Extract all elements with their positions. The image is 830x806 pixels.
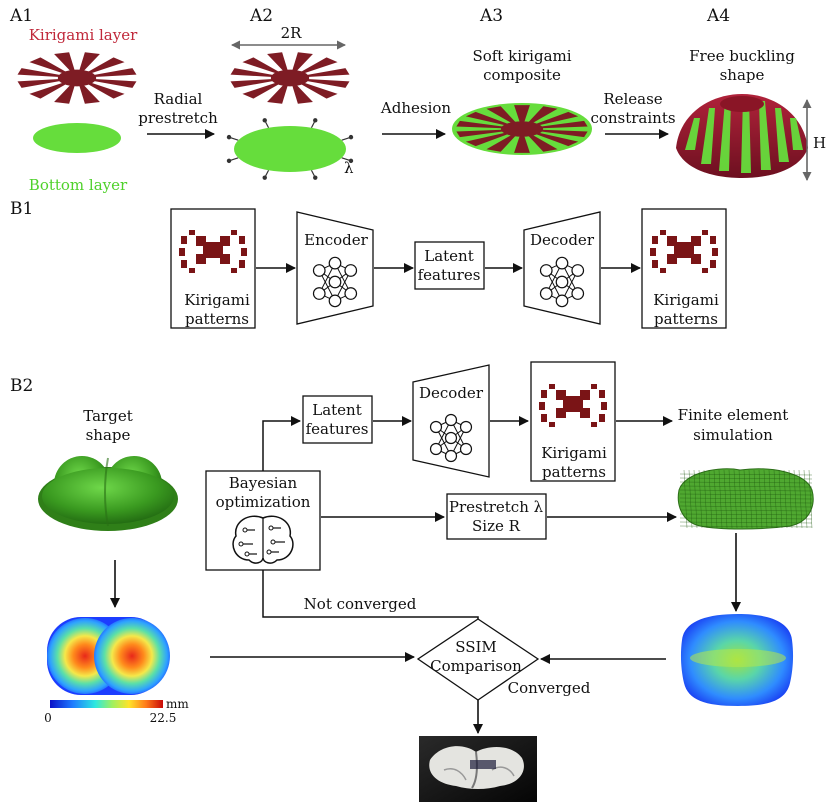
b1-input-label-line2: patterns [185,310,249,328]
target-label-line1: Target [83,407,132,425]
converged-label: Converged [508,679,591,697]
panel-label-a1: A1 [9,6,33,26]
bayes-to-latent-arrow [262,416,301,471]
b1-input-box [170,208,256,329]
b1-decoder-label: Decoder [530,231,595,249]
prestretch-label-line1: Prestretch λ [449,498,544,516]
b2-latent-label-line2: features [306,420,369,438]
kirigami-layer-label: Kirigami layer [29,26,138,44]
b1-input-label-line1: Kirigami [184,291,250,309]
b1-output-label-line2: patterns [654,310,718,328]
prestretch-label-line2: Size R [472,517,521,535]
bayes-label-line2: optimization [216,493,311,511]
b1-output-box [641,208,727,329]
ssim-label-line2: Comparison [430,657,522,675]
panel-label-a2: A2 [249,6,273,26]
b1-latent-label-line2: features [418,266,481,284]
neural-network-icon [312,256,358,308]
kirigami-pattern-icon [179,230,247,273]
neural-network-icon [539,256,585,308]
bottom-layer-label: Bottom layer [29,176,128,194]
stretched-bottom-layer [226,118,354,180]
prestretch-box [446,493,547,540]
encoder-label: Encoder [304,231,369,249]
panel-label-b1: B1 [10,199,33,219]
b2-kirigami-label-line1: Kirigami [541,444,607,462]
colorbar-max: 22.5 [150,711,177,725]
b1-latent-label-line1: Latent [424,247,474,265]
neural-network-icon [429,413,473,463]
kirigami-pattern-icon [539,384,607,427]
composite-label-line1: Soft kirigami [472,47,571,65]
b2-decoder-label: Decoder [419,384,484,402]
panel-label-b2: B2 [10,376,33,396]
ssim-label-line1: SSIM [455,638,497,656]
adhesion-label: Adhesion [380,99,451,117]
brain-circuit-icon [232,515,294,564]
height-label: H [813,134,826,152]
fe-mesh-shape [677,468,814,530]
kirigami-pattern-icon [650,230,718,273]
radial-label-line1: Radial [154,90,203,108]
kirigami-composite [452,103,592,155]
bottom-layer-ellipse [33,123,121,153]
dimension-label-2r: 2R [281,24,303,42]
kirigami-star-a1 [17,52,137,104]
lambda-label: λ [344,159,354,177]
not-converged-loop [262,570,479,619]
target-heatmap [47,617,170,695]
release-label-line1: Release [603,90,662,108]
colorbar-unit: mm [166,697,189,711]
composite-label-line2: composite [483,66,561,84]
colorbar [50,700,163,708]
fe-label-line2: simulation [693,426,773,444]
radial-label-line2: prestretch [138,109,218,127]
b1-output-label-line1: Kirigami [653,291,719,309]
target-label-line2: shape [86,426,131,444]
result-photo [419,736,537,802]
panel-label-a3: A3 [479,6,503,26]
b2-kirigami-label-line2: patterns [542,463,606,481]
release-label-line2: constraints [590,109,675,127]
target-shape [38,456,178,531]
not-converged-label: Not converged [304,595,417,613]
panel-label-a4: A4 [706,6,730,26]
kirigami-star-a2 [230,52,350,104]
buckling-label-line2: shape [720,66,765,84]
b2-latent-box [302,395,373,444]
b2-latent-label-line1: Latent [312,401,362,419]
bayes-label-line1: Bayesian [229,474,298,492]
simulated-heatmap [680,614,794,706]
colorbar-min: 0 [44,711,52,725]
b1-latent-box [414,241,485,290]
buckling-label-line1: Free buckling [689,47,795,65]
fe-label-line1: Finite element [678,406,789,424]
buckled-dome [676,94,808,178]
